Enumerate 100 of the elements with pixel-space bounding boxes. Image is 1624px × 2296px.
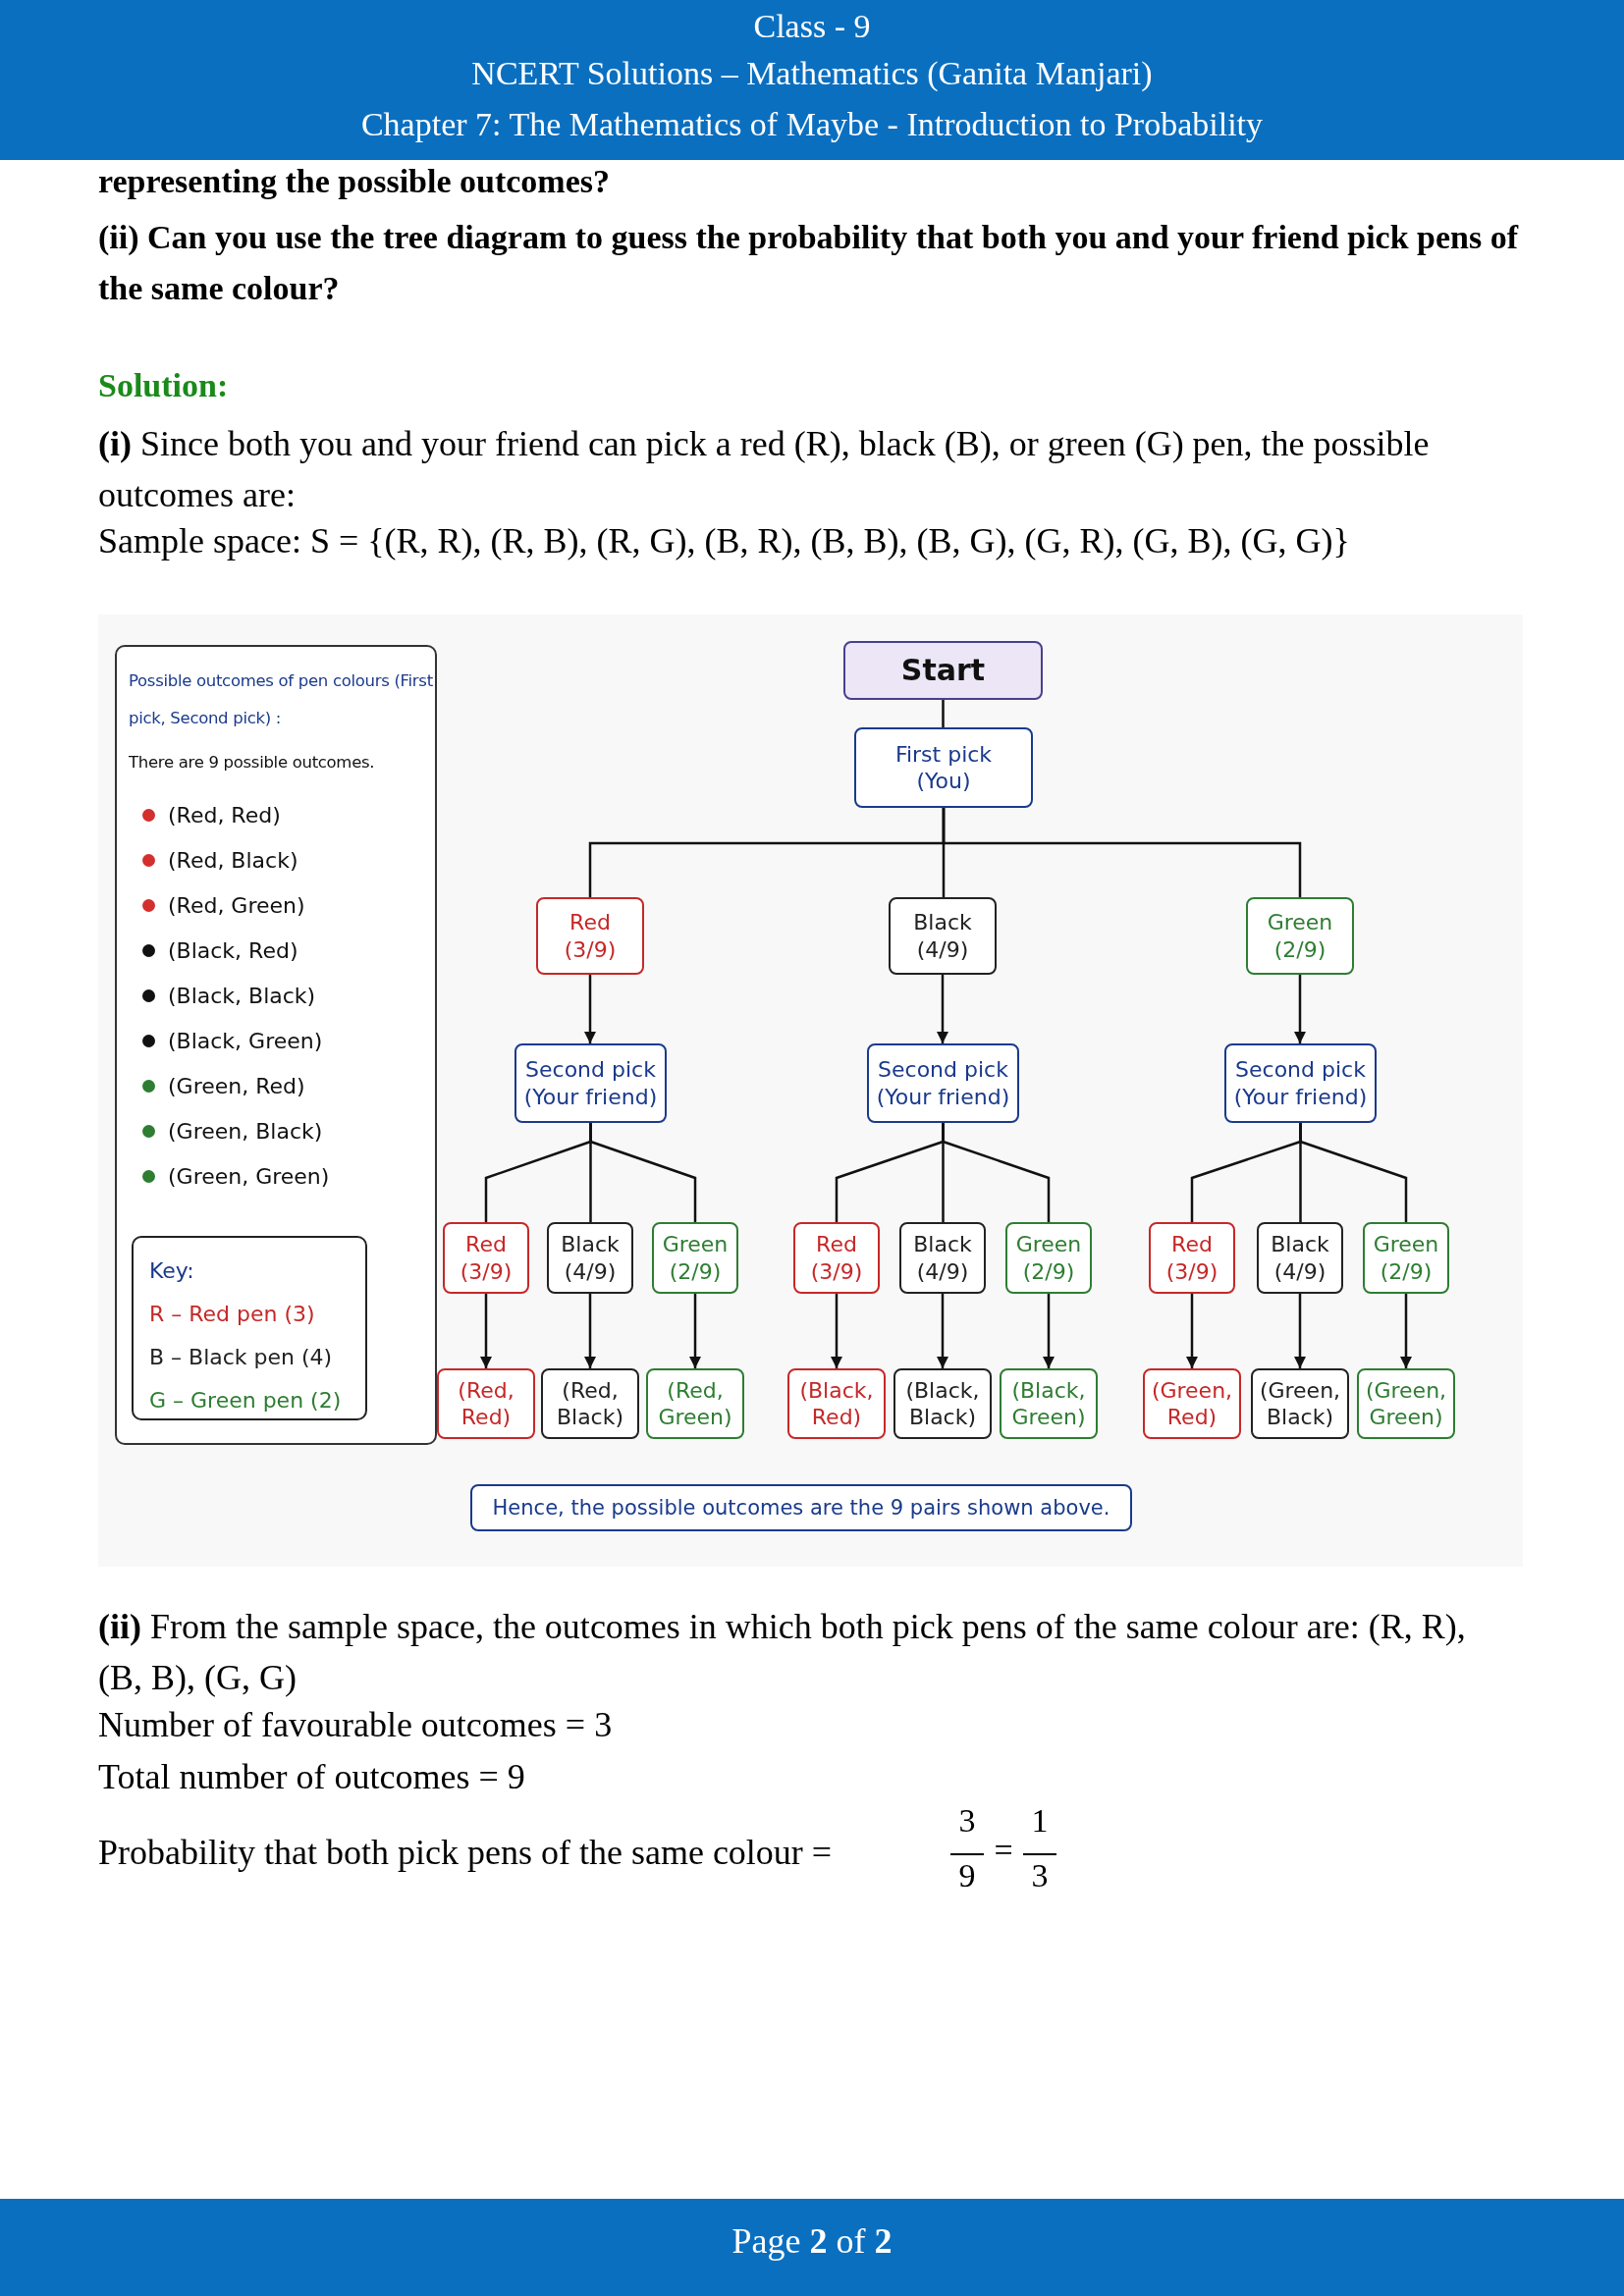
box-label: Green bbox=[662, 1231, 729, 1258]
box-label: (4/9) bbox=[916, 1257, 969, 1285]
outcome-box bbox=[1357, 1368, 1455, 1439]
box-label: (Your friend) bbox=[876, 1083, 1010, 1110]
arrow bbox=[1293, 1294, 1307, 1368]
header-text: Class - 9 bbox=[752, 8, 872, 45]
branch-box bbox=[889, 897, 997, 975]
box-label: (Green, Green) bbox=[1364, 1376, 1448, 1431]
box-label: (2/9) bbox=[1273, 935, 1326, 963]
box-label: (Your friend) bbox=[1233, 1083, 1368, 1110]
arrow bbox=[936, 975, 949, 1043]
header-text: Chapter 7: The Mathematics of Maybe - Introduction to Probability bbox=[359, 106, 1265, 143]
branch-box bbox=[793, 1222, 880, 1294]
arrow bbox=[583, 975, 597, 1043]
box-label: (Red, Red) bbox=[457, 1376, 515, 1431]
outcome-text: (Green, Green) bbox=[168, 1163, 330, 1191]
start-box bbox=[843, 641, 1043, 700]
box-label: (2/9) bbox=[1022, 1257, 1075, 1285]
key-entry: G – Green pen (2) bbox=[149, 1387, 343, 1415]
arrow bbox=[1293, 975, 1307, 1043]
box-label: Black bbox=[913, 1231, 972, 1258]
connector-line bbox=[1299, 1123, 1408, 1222]
box-label: Red bbox=[816, 1231, 857, 1258]
box-label: (4/9) bbox=[916, 935, 969, 963]
header-text: NCERT Solutions – Mathematics (Ganita Manjari) bbox=[470, 55, 1154, 92]
box-label: (3/9) bbox=[810, 1257, 863, 1285]
fraction-numerator: 1 bbox=[1030, 1802, 1050, 1840]
box-label: (Your friend) bbox=[523, 1083, 658, 1110]
box-label: (Red, Green) bbox=[657, 1376, 733, 1431]
outcome-box bbox=[437, 1368, 535, 1439]
arrow bbox=[479, 1294, 493, 1368]
arrow bbox=[1399, 1294, 1413, 1368]
arrow bbox=[1042, 1294, 1056, 1368]
panel bbox=[115, 645, 437, 1445]
panel-heading: Possible outcomes of pen colours (First pick, Second pick) : bbox=[129, 670, 433, 729]
panel-text: There are 9 possible outcomes. bbox=[129, 753, 376, 774]
branch-box bbox=[536, 897, 644, 975]
arrow bbox=[1185, 1294, 1199, 1368]
connector-line bbox=[942, 1123, 1051, 1222]
pick-box bbox=[867, 1043, 1019, 1123]
outcome-text: (Black, Black) bbox=[168, 983, 316, 1010]
fraction-denominator: 9 bbox=[957, 1857, 977, 1895]
solution-heading: Solution: bbox=[98, 367, 230, 404]
box-label: (2/9) bbox=[1380, 1257, 1433, 1285]
box-label: Green bbox=[1267, 909, 1333, 936]
equals-sign: = bbox=[993, 1832, 1014, 1869]
outcome-text: (Red, Black) bbox=[168, 847, 298, 875]
box-label: Red bbox=[465, 1231, 507, 1258]
outcome-text: (Red, Green) bbox=[168, 892, 305, 920]
note-box bbox=[470, 1484, 1132, 1531]
box-label: Red bbox=[569, 909, 611, 936]
branch-box bbox=[547, 1222, 633, 1294]
box-label: (Green, Black) bbox=[1258, 1376, 1342, 1431]
outcome-box bbox=[541, 1368, 639, 1439]
box-label: Black bbox=[913, 909, 972, 936]
box-label: (3/9) bbox=[564, 935, 617, 963]
box-label: (4/9) bbox=[564, 1257, 617, 1285]
branch-box bbox=[1149, 1222, 1235, 1294]
outcome-box bbox=[1251, 1368, 1349, 1439]
box-label: Red bbox=[1171, 1231, 1213, 1258]
outcome-text: (Red, Red) bbox=[168, 802, 281, 829]
pick-box bbox=[854, 727, 1033, 808]
key-entry: R – Red pen (3) bbox=[149, 1301, 316, 1328]
box-label: (Black, Green) bbox=[1010, 1376, 1087, 1431]
fraction-denominator: 3 bbox=[1030, 1857, 1050, 1895]
box-label: (You) bbox=[916, 768, 971, 795]
branch-box bbox=[1246, 897, 1354, 975]
box-label: (2/9) bbox=[669, 1257, 722, 1285]
outcome-text: (Black, Green) bbox=[168, 1028, 323, 1055]
answer-text: (i) Since both you and your friend can pick a red (R), black (B), or green (G) pen, the possible outcomes are: bbox=[98, 423, 1431, 516]
box-label: Second pick bbox=[525, 1056, 656, 1084]
box-label: Green bbox=[1373, 1231, 1439, 1258]
outcome-box bbox=[1143, 1368, 1241, 1439]
question-text: (ii) Can you use the tree diagram to guess the probability that both you and your friend pick pens of the same colour? bbox=[98, 218, 1520, 308]
box-label: First pick bbox=[894, 740, 993, 768]
box-label: Start bbox=[900, 652, 986, 689]
answer-text: (ii) From the sample space, the outcomes in which both pick pens of the same colour are: (R, R), (B, B), (G, G) bbox=[98, 1606, 1467, 1699]
answer-text: Probability that both pick pens of the same colour = bbox=[98, 1832, 834, 1873]
box-label: (4/9) bbox=[1273, 1257, 1326, 1285]
box-label: Black bbox=[561, 1231, 620, 1258]
arrow bbox=[688, 1294, 702, 1368]
branch-box bbox=[652, 1222, 738, 1294]
page-number: Page 2 of 2 bbox=[731, 2220, 893, 2262]
outcome-box bbox=[646, 1368, 744, 1439]
box-label: (3/9) bbox=[460, 1257, 513, 1285]
box-label: Second pick bbox=[1235, 1056, 1366, 1084]
outcome-text: (Black, Red) bbox=[168, 937, 298, 965]
branch-box bbox=[1363, 1222, 1449, 1294]
box-label: Hence, the possible outcomes are the 9 pairs shown above. bbox=[492, 1494, 1110, 1522]
fraction-numerator: 3 bbox=[957, 1802, 977, 1840]
box-label: (Red, Black) bbox=[555, 1376, 625, 1431]
outcome-text: (Green, Red) bbox=[168, 1073, 305, 1100]
box-label: (Black, Red) bbox=[798, 1376, 875, 1431]
outcome-box bbox=[787, 1368, 886, 1439]
branch-box bbox=[899, 1222, 986, 1294]
box-label: Black bbox=[1271, 1231, 1329, 1258]
sample-space-text: Sample space: S = {(R, R), (R, B), (R, G), (B, R), (B, B), (B, G), (G, R), (G, B), (G, G)} bbox=[98, 520, 1351, 561]
connector-line bbox=[942, 808, 1302, 897]
connector-line bbox=[589, 1123, 697, 1222]
outcome-box bbox=[1000, 1368, 1098, 1439]
